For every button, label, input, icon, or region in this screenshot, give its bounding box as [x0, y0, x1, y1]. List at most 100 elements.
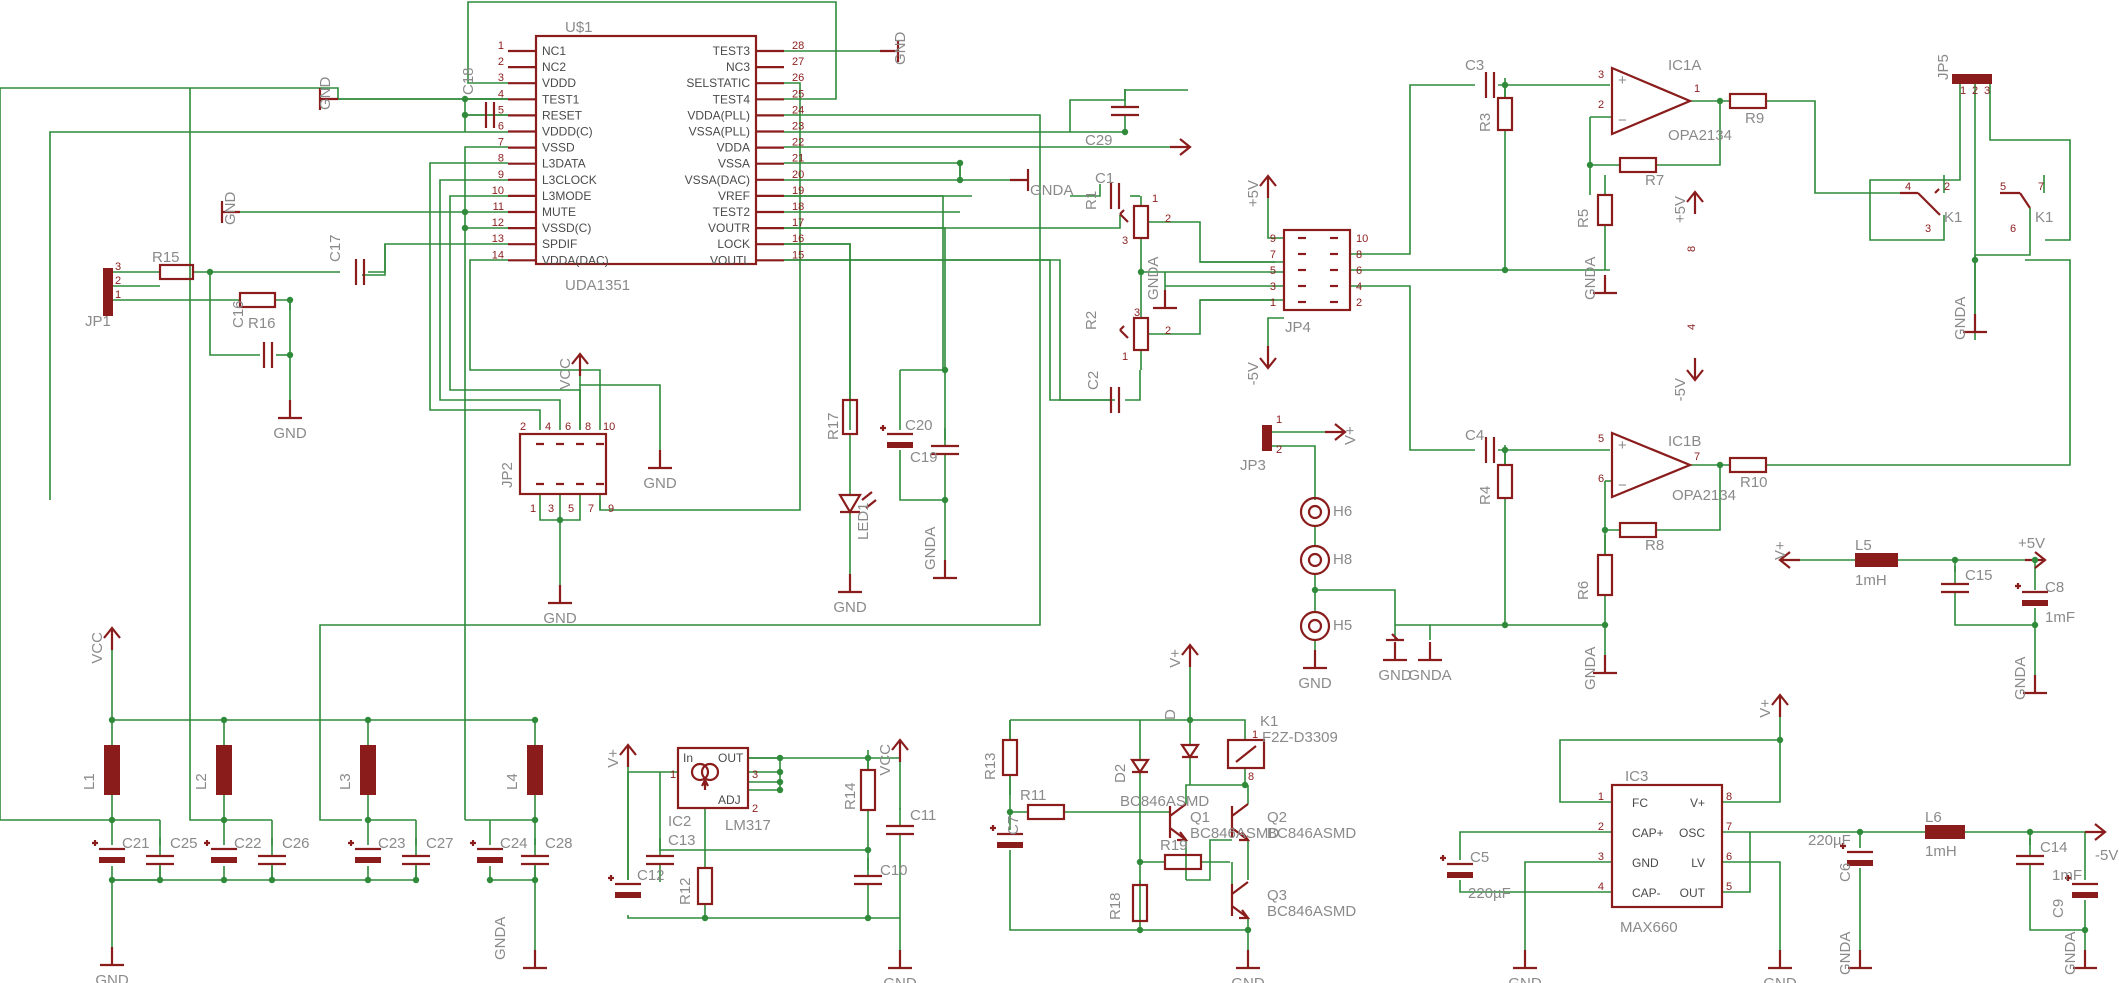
ground-gnd-jp1-label: GND — [273, 425, 307, 442]
ground-gnd-relay-label: GND — [1231, 975, 1265, 983]
lm317-pin-n-in: 1 — [670, 769, 676, 781]
capacitor-label-c26: C26 — [282, 835, 310, 852]
junction-dot — [268, 876, 276, 884]
junction-dot — [776, 786, 784, 794]
relay-contact-pin-5: 5 — [2000, 181, 2006, 193]
ic-pin-number-28: 28 — [792, 40, 804, 52]
jp2-pin-10: 10 — [603, 421, 615, 433]
junction-dot — [941, 496, 949, 504]
opamp-ic1a-minus: − — [1618, 112, 1627, 129]
electrolytic-c9 — [2072, 892, 2098, 898]
ground-label-gnda-c6: GNDA — [1837, 932, 1854, 975]
wire — [1010, 719, 1246, 740]
diode-label-d: D — [1162, 709, 1179, 720]
junction-dot — [1501, 446, 1509, 454]
junction-dot — [531, 876, 539, 884]
connector-jp1 — [103, 268, 113, 316]
ground-gnd-max-lv-label: GND — [1763, 975, 1797, 983]
pot-pin-r2-a: 3 — [1134, 307, 1140, 319]
max660-pin-n-3: 3 — [1598, 851, 1604, 863]
capacitor-label-c8: C8 — [2045, 579, 2064, 596]
opamp-ic1b-pin-out: 7 — [1694, 451, 1700, 463]
jp1-pin-3: 3 — [115, 261, 121, 273]
capacitor-c14 — [2016, 854, 2044, 866]
supply-vplus-jp3 — [1325, 423, 1347, 441]
polarity-mark — [348, 840, 354, 846]
wire — [784, 243, 851, 430]
wire — [1272, 445, 1316, 500]
wire — [1722, 861, 1781, 955]
capacitor-c1 — [1109, 183, 1121, 209]
ground-gnda-c19 — [933, 560, 957, 580]
opamp-ic1b-name: OPA2134 — [1672, 487, 1736, 504]
ic-lm317-body — [676, 746, 750, 810]
polarity-mark — [1440, 855, 1446, 861]
capacitor-label-c11: C11 — [910, 807, 936, 824]
junction-dot — [1856, 828, 1864, 836]
junction-dot — [286, 351, 294, 359]
transistor-label-Q1: Q1 — [1190, 809, 1210, 826]
pot-wiper-r1 — [1119, 209, 1129, 223]
junction-dot — [956, 159, 964, 167]
capacitor-label-c29: C29 — [1085, 132, 1113, 149]
opamp-ic1b-pin-plus: 5 — [1598, 433, 1604, 445]
resistor-r6 — [1596, 553, 1614, 597]
jp5-pin-3: 3 — [1984, 85, 1990, 97]
inductor-label-l5: L5 — [1855, 537, 1872, 554]
ic-pin-name-VREF: VREF — [718, 189, 750, 203]
ic-pin-name-NC2: NC2 — [542, 60, 566, 74]
opamp-ic1a-pin-plus: 3 — [1598, 69, 1604, 81]
connector-label-jp1: JP1 — [85, 313, 111, 330]
relay-part: F2Z-D3309 — [1262, 729, 1338, 746]
capacitor-label-c3: C3 — [1465, 57, 1484, 74]
resistor-label-r5: R5 — [1575, 209, 1592, 228]
jp5-pin-1: 1 — [1960, 85, 1966, 97]
capacitor-c16 — [262, 342, 274, 368]
capacitor-label-c4: C4 — [1465, 427, 1484, 444]
ic-pin-name-RESET: RESET — [542, 108, 583, 122]
wire — [469, 259, 601, 430]
resistor-r8 — [1618, 521, 1658, 539]
polarity-mark — [990, 825, 996, 831]
mounting-hole-inner-h6 — [1307, 504, 1323, 520]
resistor-label-r18: R18 — [1107, 892, 1124, 920]
ic-pin-name-LOCK: LOCK — [717, 237, 750, 251]
supply-vcc-filter — [103, 626, 121, 650]
junction-dot — [864, 914, 872, 922]
ground-label-gnda-c9: GNDA — [2062, 932, 2079, 975]
junction-dot — [531, 716, 539, 724]
supply-vcc-jp2 — [571, 352, 589, 376]
led1-label: LED1 — [855, 502, 872, 540]
junction-dot — [461, 111, 469, 119]
supply-m5v-jp4 — [1259, 346, 1277, 370]
ground-gnd-hole — [1383, 642, 1407, 662]
relay-coil — [1226, 738, 1266, 770]
wire — [0, 87, 508, 821]
jp1-pin-1: 1 — [115, 289, 121, 301]
polarity-mark — [2065, 875, 2071, 881]
wire — [1722, 831, 1860, 893]
capacitor-c29 — [1111, 105, 1139, 117]
connector-label-jp3: JP3 — [1240, 457, 1266, 474]
supply-vcc-filter-label: VCC — [89, 632, 106, 664]
ground-label-gnda-pot: GNDA — [1145, 257, 1162, 300]
transistor-part-Q1: BC846ASMD — [1190, 825, 1279, 842]
ground-gnda-jp5 — [1963, 314, 1987, 334]
capacitor-label-c6: C6 — [1837, 863, 1854, 882]
supply-m5v-label: -5V — [1245, 362, 1262, 385]
capacitor-c19 — [931, 444, 959, 456]
resistor-label-r11: R11 — [1020, 787, 1046, 804]
resistor-r3 — [1496, 96, 1514, 132]
wire — [1524, 861, 1612, 955]
transistor-label-Q3: Q3 — [1267, 887, 1287, 904]
ic-pin-number-19: 19 — [792, 185, 804, 197]
ground-label-gnda-1: GNDA — [1030, 182, 1073, 199]
ic-pin-number-21: 21 — [792, 153, 804, 165]
resistor-r12 — [696, 866, 714, 906]
capacitor-label-c27: C27 — [426, 835, 454, 852]
ic-pin-name-VOUTL: VOUTL — [710, 253, 750, 267]
electrolytic-c6 — [1847, 860, 1873, 866]
ground-label-gnd-2: GND — [222, 192, 239, 226]
wire — [1070, 184, 1101, 197]
